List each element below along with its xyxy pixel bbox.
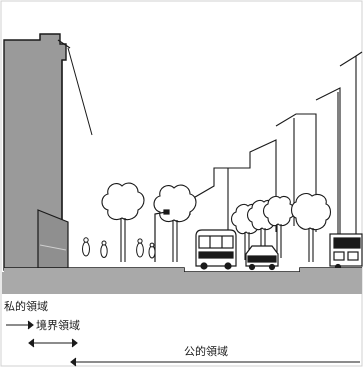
ground-strip [2,272,362,294]
bus-icon [195,229,237,270]
tree-icon [262,195,296,258]
public-domain-arrow [70,357,360,367]
private-domain-label: 私的領域 [4,299,48,313]
truck-icon [329,233,363,271]
person-icon [100,240,108,258]
tree-icon [101,182,145,262]
tree-icon [290,193,332,262]
car-icon [245,245,279,271]
street-trees [101,182,332,262]
private-domain-arrow [6,320,34,330]
boundary-domain-label: 境界領域 [36,318,80,332]
person-icon [148,242,156,259]
diagonal-line [67,47,93,136]
boundary-domain-arrow [28,338,78,348]
street-lamp-icon [154,209,170,262]
front-wall [37,209,69,269]
person-icon [82,237,90,257]
person-icon [136,238,144,258]
tree-icon [153,184,197,262]
pedestrians [82,237,156,259]
public-domain-label: 公的領域 [184,344,228,358]
